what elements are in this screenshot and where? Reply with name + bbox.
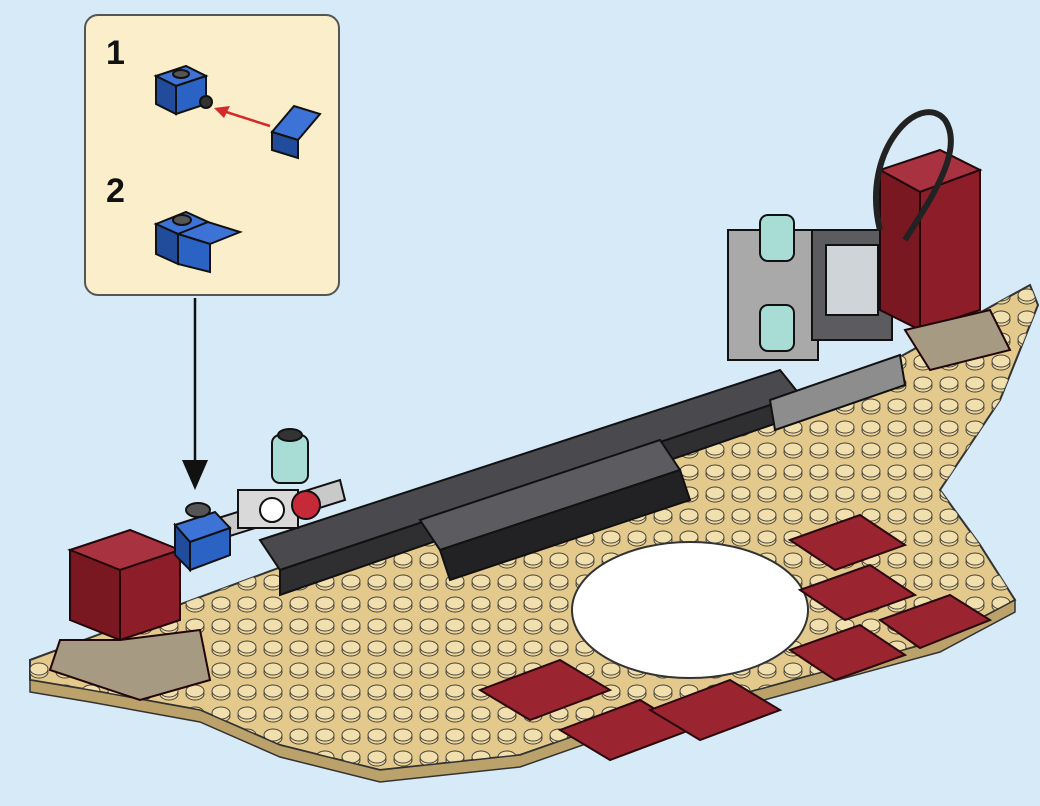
dark-gray-rail bbox=[258, 368, 802, 597]
step2-combined-brick bbox=[153, 210, 243, 274]
black-cable bbox=[872, 109, 954, 242]
sub-step-number: 1 bbox=[106, 34, 125, 72]
right-dark-red-brick-stack bbox=[877, 148, 1012, 372]
callout-illustrations bbox=[153, 64, 322, 274]
left-dark-red-brick-stack bbox=[48, 528, 212, 702]
gauge-with-bottle bbox=[237, 428, 321, 529]
right-machinery bbox=[727, 214, 893, 361]
step1-insertion-arrow bbox=[214, 106, 271, 128]
callout-pointer-arrow bbox=[182, 298, 208, 490]
dark-red-tiles bbox=[477, 513, 993, 762]
gray-grille bbox=[768, 353, 907, 432]
step1-blue-slope bbox=[270, 104, 322, 160]
sub-step-number: 2 bbox=[106, 172, 125, 210]
step1-blue-brick bbox=[153, 64, 213, 116]
circular-cutout bbox=[571, 541, 809, 679]
